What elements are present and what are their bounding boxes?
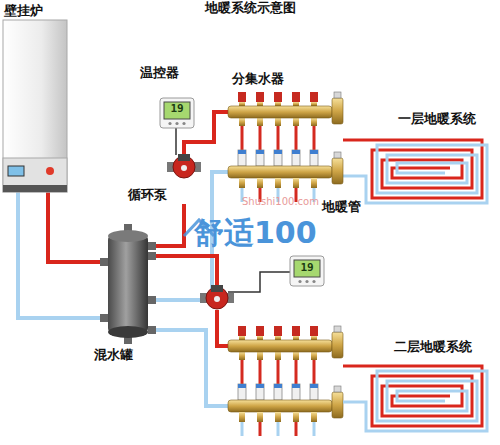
illustration-part	[148, 326, 156, 334]
pipe-line	[175, 128, 177, 155]
illustration-part	[343, 366, 482, 426]
thermostat-illustration	[290, 256, 324, 286]
illustration-part	[362, 140, 482, 198]
component-label: 混水罐	[94, 348, 133, 362]
thermostat-wire	[228, 272, 290, 292]
component-label: 温控器	[140, 66, 179, 80]
pump-illustration	[167, 154, 201, 178]
water-pipe	[18, 192, 108, 318]
component-node: 温控器 19	[136, 64, 198, 128]
illustration-part	[108, 326, 148, 338]
illustration-part	[156, 256, 217, 286]
pipe-label: 地暖管	[322, 200, 361, 214]
control-wire	[176, 128, 177, 155]
illustration-part	[100, 314, 108, 322]
component-node: 一层地暖系统	[362, 108, 490, 206]
illustration-part	[100, 258, 108, 266]
component-label: 循环泵	[128, 188, 167, 202]
component-label: 分集水器	[232, 72, 284, 86]
water-pipe	[148, 204, 184, 246]
watermark-text: 舒适100	[194, 216, 317, 249]
pump-illustration	[200, 285, 234, 309]
watermark-text: Shushi100.com	[242, 196, 319, 207]
illustration-part	[108, 230, 148, 242]
water-pipe	[48, 192, 108, 262]
component-node: 混水罐	[108, 222, 148, 366]
component-node: 壁挂炉	[0, 2, 72, 192]
second-floor-pipes	[156, 256, 228, 406]
illustration-part	[46, 167, 54, 175]
pipe-line	[48, 192, 108, 262]
component-node: 循环泵	[124, 155, 206, 204]
mixing-tank-illustration	[100, 224, 156, 344]
illustration-part	[3, 20, 67, 192]
illustration-part	[362, 145, 487, 203]
illustration-part	[8, 166, 24, 176]
pipe-line	[343, 139, 362, 142]
pipe-line	[18, 192, 108, 318]
pipe-line	[148, 204, 184, 246]
component-node: 19	[290, 256, 324, 286]
illustration-part	[343, 371, 487, 431]
illustration-part	[108, 236, 148, 332]
component-node: 分集水器	[228, 70, 343, 206]
illustration-part	[148, 296, 156, 304]
diagram-title: 地暖系统示意图	[205, 1, 296, 15]
illustration-part	[3, 185, 67, 192]
manifold-illustration	[228, 326, 343, 436]
floor-loop-1	[362, 140, 487, 203]
illustration-part	[3, 158, 67, 192]
component-label: 二层地暖系统	[394, 340, 472, 354]
water-pipe	[343, 140, 362, 176]
thermostat-illustration	[160, 98, 194, 128]
component-label: 一层地暖系统	[398, 112, 476, 126]
illustration-part	[217, 310, 228, 346]
illustration-part	[156, 330, 228, 406]
floor-loop-2	[343, 366, 487, 431]
component-node: 二层地暖系统	[362, 338, 492, 430]
manifold-illustration	[228, 92, 343, 202]
illustration-part	[148, 242, 156, 250]
component-label: 19	[294, 262, 320, 274]
display-reading: 19	[164, 103, 190, 115]
component-label: 壁挂炉	[4, 4, 43, 18]
boiler-illustration	[3, 20, 67, 192]
illustration-part	[148, 252, 156, 260]
pipe-line	[343, 175, 362, 178]
